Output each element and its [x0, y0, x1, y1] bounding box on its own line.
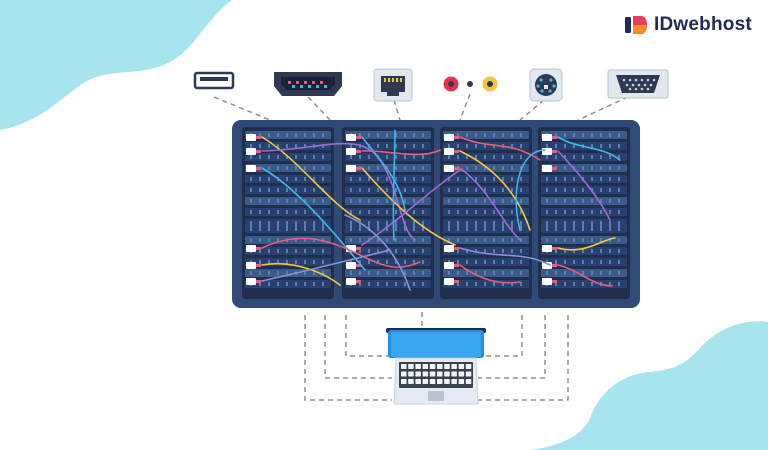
rack-cables: [261, 129, 621, 291]
vga-icon: [607, 69, 669, 99]
hdmi-link-line: [307, 96, 331, 121]
ps2-icon: [529, 68, 563, 102]
rca-icon: [443, 76, 498, 92]
laptop-dashed-lines: [304, 312, 569, 401]
decorative-blob-bottom-right: [530, 321, 768, 450]
ethernet-icon: [373, 68, 413, 102]
usb-icon: [193, 71, 235, 90]
hdmi-icon: [274, 72, 342, 96]
connector-dashed-lines: [213, 93, 629, 121]
brand-logo: IDwebhost: [624, 10, 752, 40]
usb-link-line: [213, 96, 271, 121]
rca-link-line: [459, 93, 471, 121]
laptop-icon: [386, 328, 486, 405]
ps2-link-line: [519, 99, 545, 121]
ethernet-link-line: [393, 99, 401, 121]
brand-name: IDwebhost: [654, 14, 752, 35]
rack-column: [440, 127, 532, 299]
brand-mark-icon: [625, 16, 647, 34]
rack-column: [538, 127, 630, 299]
vga-link-line: [577, 96, 629, 121]
decorative-blob-top-left: [0, 0, 232, 130]
